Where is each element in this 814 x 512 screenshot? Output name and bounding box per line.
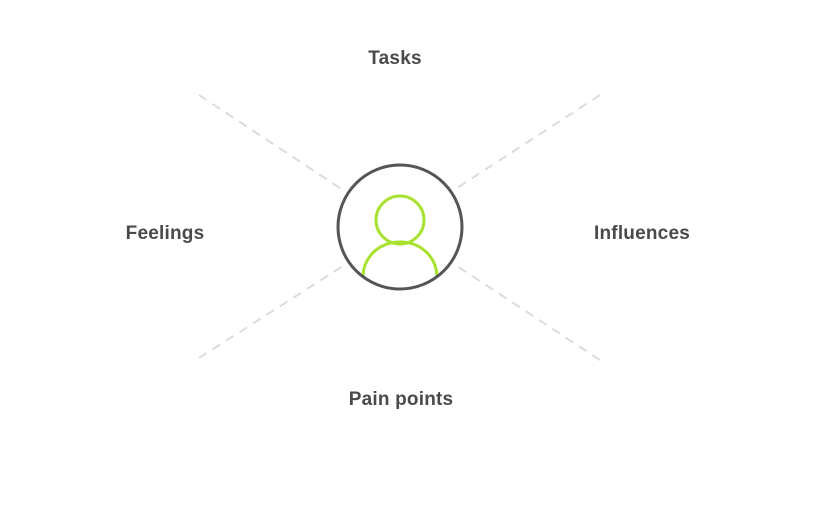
label-tasks: Tasks [368,48,422,69]
label-pain-points: Pain points [348,389,454,410]
user-head [374,194,426,246]
connector-line-bottom-right [456,265,601,361]
user-icon [336,163,464,291]
connector-line-top-right [456,94,601,189]
user-body [361,240,439,285]
label-influences: Influences [594,223,690,244]
label-feelings: Feelings [125,223,205,244]
connector-line-top-left [198,94,344,191]
user-circle [336,163,464,291]
connector-line-bottom-left [198,265,344,359]
